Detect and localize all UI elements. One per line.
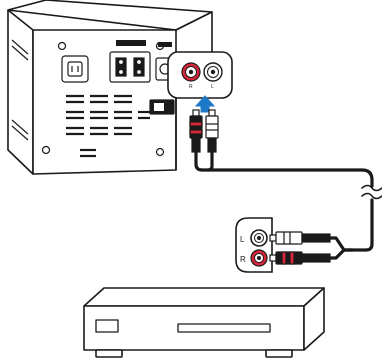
player-output-callout: L R: [235, 217, 273, 273]
player-jack-right-label: R: [240, 255, 246, 264]
disc-slot: [177, 323, 271, 333]
upper-plug-red: [189, 109, 203, 153]
stereo-jack-right: [181, 62, 201, 82]
stereo-aux-input-callout: R L: [167, 51, 233, 99]
stereo-jack-right-label: R: [189, 84, 193, 90]
upper-plug-white: [205, 109, 219, 153]
player-device: [83, 287, 325, 358]
screw-icon: [41, 145, 51, 155]
stereo-jack-left: [203, 62, 223, 82]
cable-break-mark: [361, 184, 382, 200]
screw-icon: [155, 147, 165, 157]
player-jack-right: [250, 249, 268, 267]
screw-icon: [57, 41, 67, 51]
rear-panel-details: [41, 40, 175, 158]
player-display: [95, 319, 119, 333]
insert-arrow-icon: [194, 95, 216, 113]
stereo-jack-left-label: L: [211, 84, 214, 90]
player-jack-left: [250, 229, 268, 247]
power-socket: [61, 55, 89, 83]
player-jack-left-label: L: [240, 235, 245, 244]
lower-plug-red: [269, 251, 331, 265]
speaker-terminals: [109, 51, 151, 83]
audio-cable: [194, 150, 374, 260]
lower-plug-white: [269, 231, 331, 245]
